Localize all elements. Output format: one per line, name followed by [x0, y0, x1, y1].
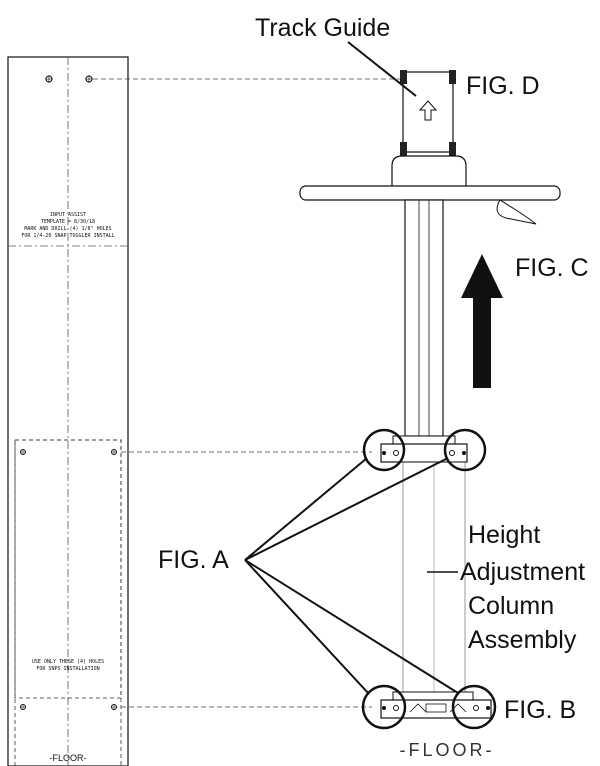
cable-clip [496, 199, 537, 225]
leader-fig-a-1 [244, 457, 368, 561]
detail-circle-lower-left [361, 684, 407, 730]
up-arrow-icon [418, 100, 438, 121]
template-note-1: USE ONLY THESE (4) HOLES [32, 659, 104, 665]
label-height-4: Assembly [468, 626, 577, 654]
bottom-hole-left [20, 704, 26, 710]
top-hole-right [85, 75, 93, 83]
detail-circle-upper-left [362, 428, 406, 472]
template-note-2: FOR SNPS INSTALLATION [36, 666, 99, 672]
label-fig-d: FIG. D [466, 72, 540, 100]
mid-hole-right [111, 449, 117, 455]
top-hole-left [45, 75, 53, 83]
leader-fig-a-3 [244, 559, 370, 695]
mid-hole-left [20, 449, 26, 455]
template-title-1: INPUT ASSIST [50, 212, 86, 218]
leader-fig-a-2 [244, 457, 449, 561]
drill-template: INPUT ASSIST TEMPLATE = 8/30/18 MARK AND… [7, 56, 129, 766]
leader-track-guide [347, 41, 417, 97]
detail-circle-lower-right [451, 684, 497, 730]
leader-lines [244, 41, 459, 695]
bracket-inner-outline [14, 439, 122, 699]
label-fig-c: FIG. C [515, 254, 589, 282]
leader-fig-a-4 [244, 559, 459, 694]
template-title-2: TEMPLATE = 8/30/18 [41, 219, 95, 225]
label-fig-b: FIG. B [504, 696, 576, 724]
label-height-3: Column [468, 592, 554, 620]
platform-plate [299, 185, 561, 201]
column-assembly [299, 70, 561, 730]
bottom-hole-right [111, 704, 117, 710]
upward-arrow-icon [461, 254, 503, 388]
detail-circle-upper-right [443, 428, 487, 472]
label-height-2: Adjustment [460, 558, 585, 586]
template-floor-label: -FLOOR- [50, 753, 87, 763]
lower-collar [392, 691, 474, 701]
label-fig-a: FIG. A [158, 546, 229, 574]
template-title-3: MARK AND DRILL (4) 1/8" HOLES [24, 226, 111, 232]
upper-column [404, 199, 444, 437]
label-height-1: Height [468, 521, 540, 549]
template-title-4: FOR 1/4-20 SNAP TOGGLER INSTALL [21, 233, 114, 239]
label-floor: -FLOOR- [400, 740, 495, 760]
label-track-guide: Track Guide [255, 14, 390, 42]
track-guide-plate [400, 70, 456, 156]
